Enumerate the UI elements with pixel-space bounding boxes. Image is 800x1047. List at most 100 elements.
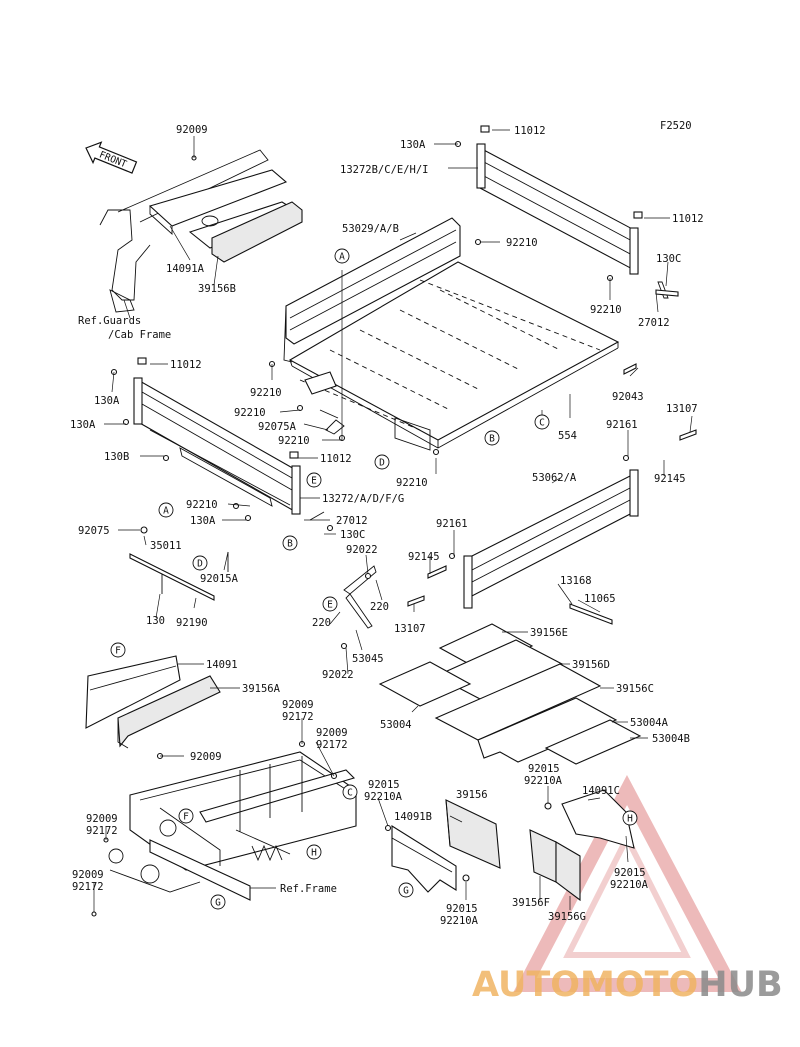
part-label: 92015 <box>614 867 646 879</box>
callout-f: F <box>178 808 194 824</box>
callout-a: A <box>158 502 174 518</box>
mat-53004b <box>544 719 642 765</box>
part-label: 11012 <box>672 213 704 225</box>
part-label: 13107 <box>394 623 426 635</box>
svg-text:A: A <box>339 252 345 263</box>
callout-h: H <box>622 810 638 826</box>
part-label: 130 <box>146 615 165 627</box>
pad-39156 <box>445 799 501 869</box>
part-label: 92075A <box>258 421 297 433</box>
watermark: AUTOMOTOHUB <box>472 965 783 1005</box>
rear-gate <box>476 143 639 275</box>
part-label: 92043 <box>612 391 644 403</box>
watermark-part1: AUTOMOTO <box>472 965 698 1005</box>
part-label: 14091A <box>166 263 205 275</box>
part-label: 92009 <box>86 813 118 825</box>
part-label: 11065 <box>584 593 616 605</box>
main-frame <box>108 751 357 901</box>
part-label: 92022 <box>346 544 378 556</box>
figure-code: F2520 <box>660 120 692 132</box>
part-label: 39156 <box>456 789 488 801</box>
part-label: 92210A <box>440 915 479 927</box>
part-label: 130A <box>190 515 216 527</box>
right-side-gate <box>463 469 639 609</box>
svg-text:B: B <box>489 434 495 445</box>
part-label: 92009 <box>190 751 222 763</box>
part-label: 92210 <box>396 477 428 489</box>
svg-text:A: A <box>163 506 169 517</box>
part-label: 27012 <box>638 317 670 329</box>
callout-g: G <box>398 882 414 898</box>
callout-b: B <box>282 535 298 551</box>
part-label: 92009 <box>72 869 104 881</box>
svg-text:C: C <box>347 788 353 799</box>
part-label: 92210A <box>364 791 403 803</box>
part-label: 39156A <box>242 683 281 695</box>
part-label: 13107 <box>666 403 698 415</box>
part-label: 92009 <box>176 124 208 136</box>
svg-text:B: B <box>287 539 293 550</box>
callout-e: E <box>306 472 322 488</box>
part-label: 92210 <box>278 435 310 447</box>
part-label: 14091 <box>206 659 238 671</box>
callout-g: G <box>210 894 226 910</box>
part-label: 27012 <box>336 515 368 527</box>
callout-d: D <box>374 454 390 470</box>
part-label: 35011 <box>150 540 182 552</box>
svg-text:D: D <box>197 559 203 570</box>
part-label: 11012 <box>320 453 352 465</box>
leader-lines <box>93 129 693 912</box>
part-label: 39156F <box>512 897 550 909</box>
part-label: Ref.Guards <box>78 315 141 327</box>
part-label: 14091C <box>582 785 620 797</box>
pad-39156g <box>555 841 581 902</box>
part-label: 92190 <box>176 617 208 629</box>
part-label: 220 <box>370 601 389 613</box>
svg-text:H: H <box>311 848 317 859</box>
part-label: 53004A <box>630 717 669 729</box>
part-label: 92075 <box>78 525 110 537</box>
part-label: 14091B <box>394 811 432 823</box>
part-label: 92172 <box>282 711 314 723</box>
part-label: 53062/A <box>532 472 577 484</box>
panel-14091b <box>391 799 501 893</box>
svg-text:H: H <box>627 814 633 825</box>
svg-text:G: G <box>215 898 221 909</box>
part-label: 92172 <box>86 825 118 837</box>
part-label: 130C <box>656 253 681 265</box>
part-label: 130A <box>70 419 96 431</box>
part-label: 11012 <box>170 359 202 371</box>
part-label: 39156C <box>616 683 654 695</box>
svg-text:C: C <box>539 418 545 429</box>
pad-39156b <box>211 201 303 263</box>
lever-53045 <box>340 565 377 650</box>
left-side-gate <box>133 377 301 515</box>
part-label: 92145 <box>654 473 686 485</box>
pad-39156a <box>117 675 221 748</box>
part-label: 13272B/C/E/H/I <box>340 164 429 176</box>
part-label: 39156G <box>548 911 586 923</box>
part-label: 130A <box>400 139 426 151</box>
part-label: 220 <box>312 617 331 629</box>
watermark-text: AUTOMOTOHUB <box>472 965 783 1005</box>
part-label: 53004B <box>652 733 690 745</box>
part-label: 92009 <box>316 727 348 739</box>
part-label: 92210 <box>506 237 538 249</box>
cargo-bed <box>283 217 620 451</box>
part-label: 11012 <box>514 125 546 137</box>
part-label: 53029/A/B <box>342 223 399 235</box>
part-label: 92015 <box>446 903 478 915</box>
svg-text:F: F <box>115 646 121 657</box>
part-label: 92210 <box>186 499 218 511</box>
part-label: 92145 <box>408 551 440 563</box>
part-label: 130B <box>104 451 129 463</box>
part-label: 13272/A/D/F/G <box>322 493 404 505</box>
part-label: Ref.Frame <box>280 883 337 895</box>
callout-c: C <box>534 414 550 430</box>
part-label: 92210 <box>250 387 282 399</box>
part-label: 92161 <box>436 518 468 530</box>
svg-text:E: E <box>311 476 317 487</box>
part-label: 92015A <box>200 573 239 585</box>
svg-text:D: D <box>379 458 385 469</box>
part-label: 92210 <box>234 407 266 419</box>
